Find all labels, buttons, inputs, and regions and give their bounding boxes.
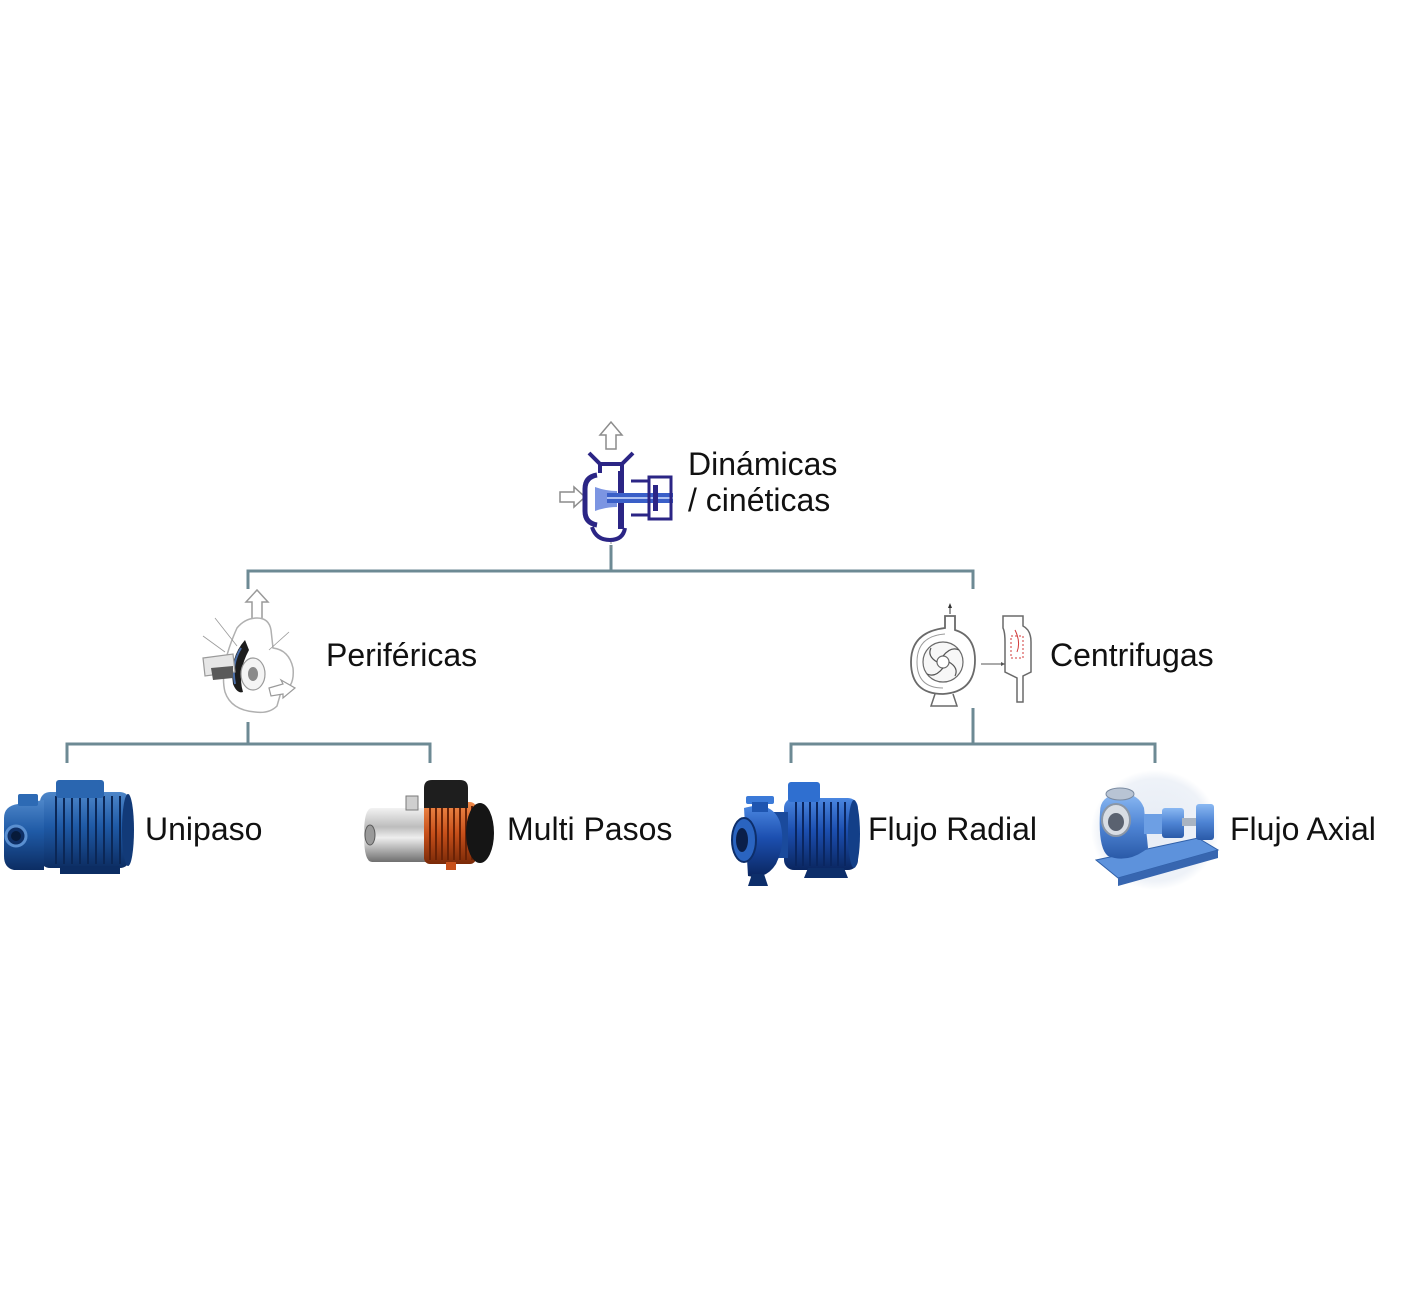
- impeller-hub: [248, 667, 258, 681]
- peripheral-pump-diagram-icon: [185, 588, 307, 722]
- axial-flow-pump-icon: [1088, 768, 1222, 892]
- axial-flow-pump-drawing: [1091, 770, 1220, 890]
- single-stage-pump-icon: [0, 778, 138, 882]
- inlet-bore: [11, 831, 21, 841]
- impeller-eye: [936, 655, 950, 669]
- discharge-flange: [1105, 787, 1135, 801]
- section-view: [1002, 615, 1032, 703]
- outlet-port: [18, 794, 38, 806]
- inlet-arrow-head: [1001, 662, 1005, 666]
- inlet-arrow: [559, 485, 587, 509]
- node-label-multi-pasos: Multi Pasos: [507, 811, 673, 847]
- coupling: [1182, 818, 1198, 826]
- terminal-box: [424, 780, 468, 808]
- leader-line: [214, 617, 238, 647]
- node-label-perifericas: Periféricas: [326, 637, 478, 673]
- casing-foot: [929, 693, 959, 707]
- motor-foot: [804, 868, 848, 878]
- node-label-centrifugas: Centrifugas: [1050, 637, 1214, 673]
- outlet-arrow-head: [948, 603, 952, 608]
- terminal-box: [788, 782, 820, 802]
- flow-path: [1014, 629, 1020, 653]
- inlet-nozzle: [364, 824, 376, 846]
- outlet-arrow: [244, 588, 270, 618]
- dynamic-pump-cross-section-icon: [545, 415, 680, 550]
- node-label-unipaso: Unipaso: [145, 811, 263, 847]
- multistage-pump-icon: [362, 778, 497, 874]
- node-label-flujo-axial: Flujo Axial: [1230, 811, 1376, 847]
- centrifugal-pump-drawing: [910, 603, 1032, 707]
- motor-body: [40, 792, 130, 868]
- motor-fins: [55, 796, 121, 864]
- fan-cover: [848, 800, 860, 868]
- suction-bore: [1108, 813, 1124, 831]
- impeller-vanes: [926, 647, 960, 677]
- terminal-box: [56, 780, 104, 798]
- single-stage-pump-drawing: [4, 780, 134, 874]
- steel-casing: [364, 808, 428, 862]
- lower-volute: [590, 526, 627, 543]
- node-label-flujo-radial: Flujo Radial: [868, 811, 1037, 847]
- base-feet: [60, 866, 120, 874]
- bearing-housing: [647, 475, 673, 521]
- drive-housing: [1196, 804, 1214, 840]
- radial-flow-pump-icon: [728, 778, 862, 888]
- outlet-nozzle: [405, 795, 419, 811]
- shaft-housing: [1144, 814, 1164, 834]
- impeller: [232, 640, 249, 693]
- centrifugal-pump-diagram-icon: [905, 602, 1037, 710]
- dynamic-pump-drawing: [559, 420, 673, 549]
- leader-line: [202, 635, 226, 653]
- node-label-line-1: Dinámicas: [688, 446, 838, 482]
- bearing: [653, 485, 658, 511]
- baseplate-side: [1118, 850, 1218, 886]
- casing-wall: [582, 472, 598, 528]
- leader-line: [268, 631, 290, 651]
- outlet-arrow: [598, 420, 624, 450]
- volute-inner-line: [916, 633, 946, 689]
- radial-flow-pump-drawing: [731, 782, 860, 886]
- multistage-pump-drawing: [364, 780, 494, 870]
- flow-passage: [1010, 635, 1024, 659]
- node-label-line-2: / cinéticas: [688, 482, 831, 518]
- motor-foot: [446, 862, 456, 870]
- end-cap: [466, 803, 494, 863]
- motor-fins: [795, 802, 846, 866]
- node-label-dinamicas: Dinámicas / cinéticas: [688, 446, 837, 518]
- discharge-arrow: [268, 678, 297, 700]
- fan-cover: [122, 794, 134, 866]
- casing-foot: [748, 874, 768, 886]
- shaft: [211, 666, 233, 680]
- peripheral-pump-drawing: [202, 588, 297, 714]
- outlet-neck: [752, 802, 768, 812]
- volute-casing: [744, 805, 783, 877]
- inlet-bore: [736, 828, 748, 852]
- bearing-frame: [1162, 808, 1184, 838]
- upper-volute: [587, 451, 635, 473]
